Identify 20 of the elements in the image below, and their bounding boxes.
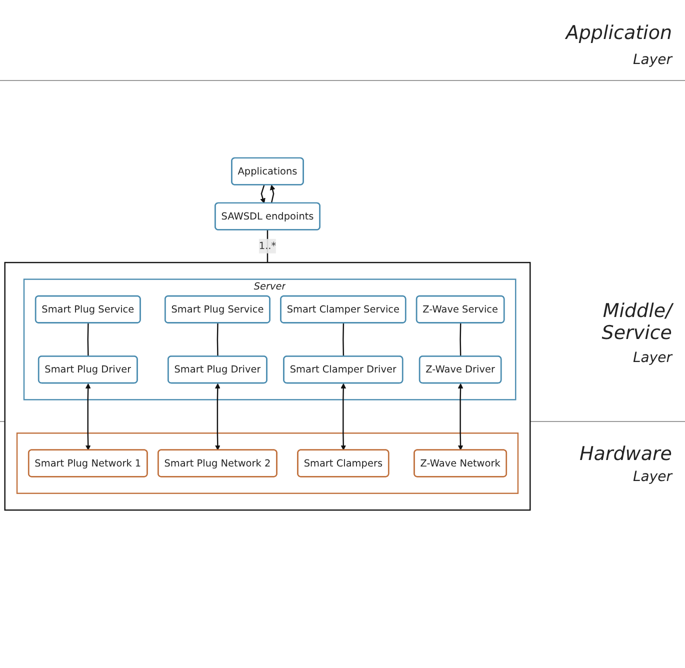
connector	[216, 323, 218, 357]
layer-label: Layer	[632, 52, 672, 68]
arrow	[458, 383, 464, 450]
connector	[87, 323, 89, 357]
layer-label: Application	[566, 22, 672, 44]
cluster	[16, 432, 519, 494]
arrow	[215, 383, 220, 450]
arrow	[85, 383, 91, 450]
cluster	[4, 262, 531, 511]
arrow	[270, 184, 276, 204]
connector	[266, 230, 268, 263]
layer-label: Hardware	[580, 443, 672, 466]
layer-label: Middle/ Service	[600, 300, 672, 344]
arrow	[260, 184, 266, 204]
connector	[460, 323, 462, 357]
layer-label: Layer	[632, 350, 672, 366]
edge-label: 1..*	[258, 240, 276, 252]
connector	[342, 323, 344, 357]
layer-label: Layer	[632, 469, 672, 486]
arrow	[340, 383, 346, 450]
